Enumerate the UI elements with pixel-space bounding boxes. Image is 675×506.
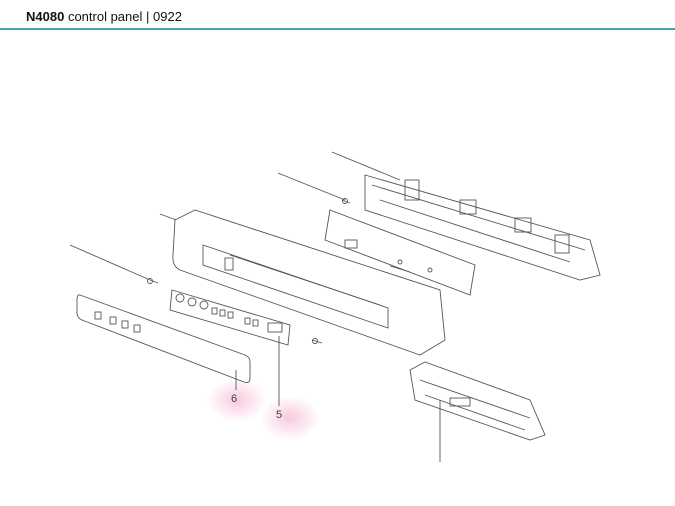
leader-line <box>331 151 401 181</box>
control-module <box>169 289 291 346</box>
model-number: N4080 <box>26 9 65 24</box>
circuit-board <box>324 209 476 296</box>
highlight-6 <box>207 378 267 422</box>
header: N4080 control panel | 0922 <box>0 0 675 30</box>
callout-5: 5 <box>276 409 282 421</box>
leader-line <box>69 244 151 281</box>
callout-6: 6 <box>231 393 237 405</box>
page-title: N4080 control panel | 0922 <box>26 9 182 24</box>
overlay-foil <box>76 294 251 383</box>
screws <box>147 198 351 344</box>
highlight-5 <box>260 396 320 440</box>
rear-frame <box>364 174 601 281</box>
side-bracket <box>409 361 546 441</box>
title-separator: | <box>146 9 150 24</box>
leader-line <box>277 172 346 201</box>
panel-housing <box>172 209 446 356</box>
title-text: control panel <box>67 9 143 24</box>
title-code: 0922 <box>153 9 182 24</box>
